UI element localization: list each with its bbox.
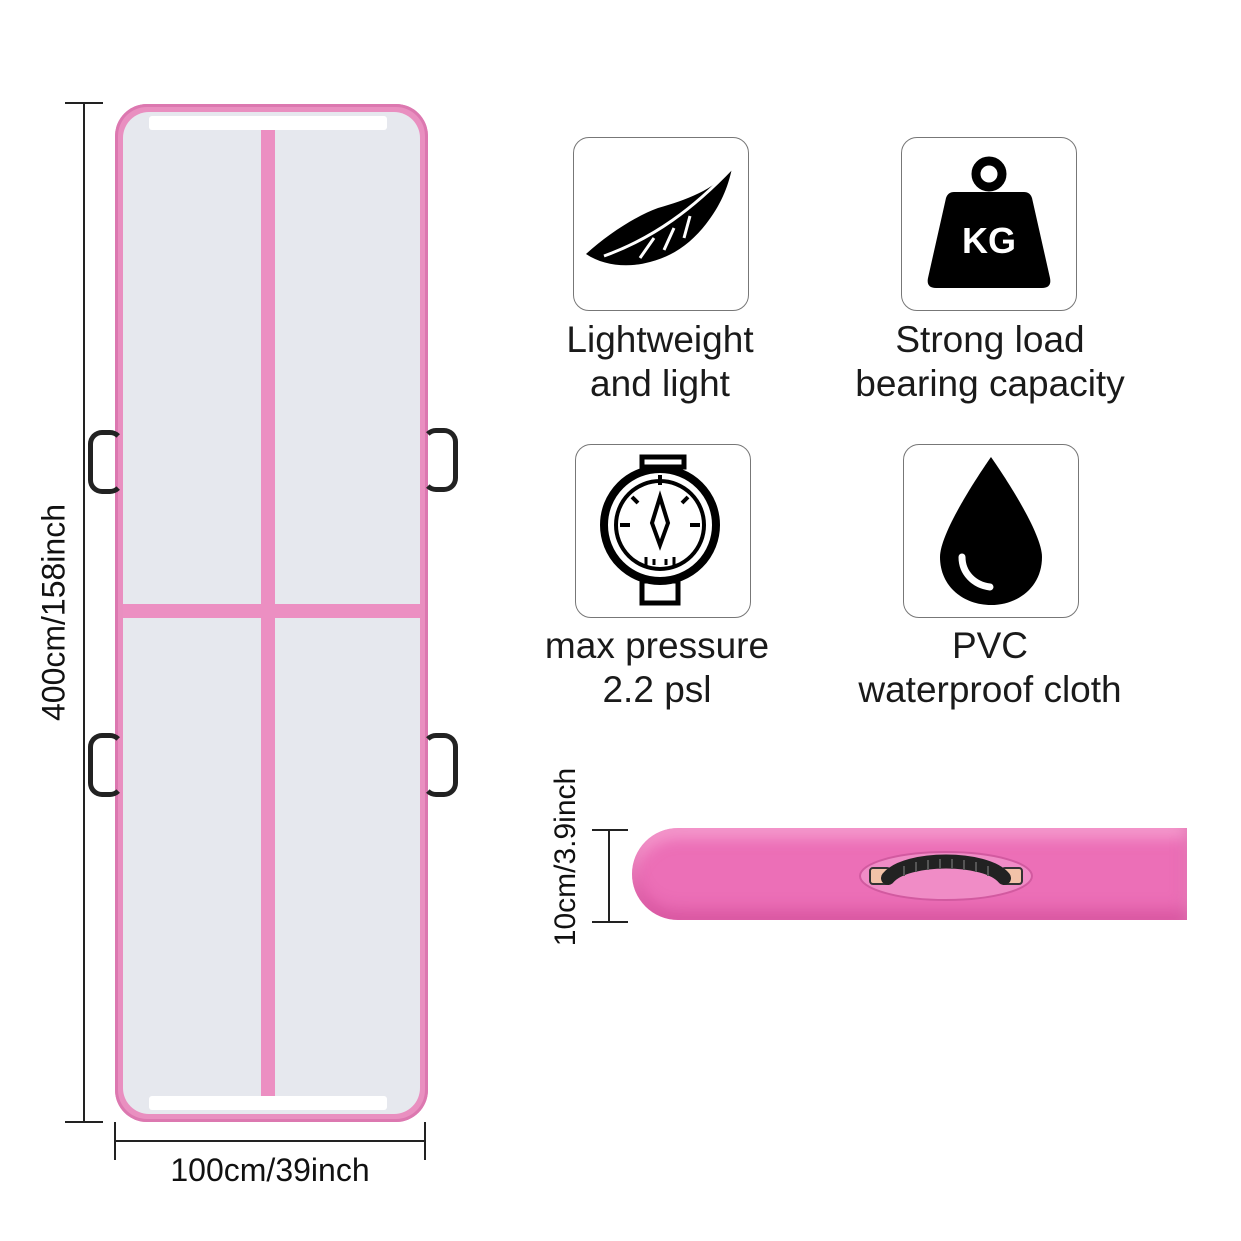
- length-dim-bottom-tick: [65, 1121, 103, 1123]
- thickness-dim-top-tick: [592, 829, 628, 831]
- thickness-dim-bottom-tick: [592, 921, 628, 923]
- mat-cross-stripe: [123, 604, 420, 618]
- mat-surface: [123, 112, 420, 1114]
- feature-tile-lightweight: [573, 137, 749, 311]
- thickness-dim-line: [608, 829, 610, 923]
- mat-bottom-band: [149, 1096, 387, 1110]
- feature-tile-load: KG: [901, 137, 1077, 311]
- width-label: 100cm/39inch: [170, 1152, 370, 1188]
- feature-caption-waterproof: PVC waterproof cloth: [858, 625, 1122, 710]
- feature-caption-load: Strong load bearing capacity: [855, 319, 1125, 404]
- water-drop-icon: [940, 457, 1042, 605]
- mat-handle-left-upper: [88, 430, 124, 494]
- length-dim-line: [83, 102, 85, 1122]
- mat-handle-right-lower: [422, 733, 458, 797]
- thickness-label: 10cm/3.9inch: [549, 767, 582, 947]
- feature-caption-lightweight: Lightweight and light: [566, 319, 754, 404]
- pressure-gauge-icon: [600, 454, 720, 606]
- mat-handle-left-lower: [88, 733, 124, 797]
- feather-icon: [586, 166, 734, 266]
- kg-icon-text: KG: [962, 220, 1016, 261]
- feature-tile-waterproof: [903, 444, 1079, 618]
- feature-caption-pressure: max pressure 2.2 psl: [544, 625, 770, 710]
- length-label: 400cm/158inch: [35, 503, 72, 722]
- mat-top-band: [149, 116, 387, 130]
- width-dim-right-tick: [424, 1122, 426, 1160]
- side-handle-icon: [859, 851, 1033, 901]
- feature-tile-pressure: [575, 444, 751, 618]
- mat-handle-right-upper: [422, 428, 458, 492]
- width-dim-line: [114, 1140, 426, 1142]
- kg-weight-icon: [927, 156, 1051, 288]
